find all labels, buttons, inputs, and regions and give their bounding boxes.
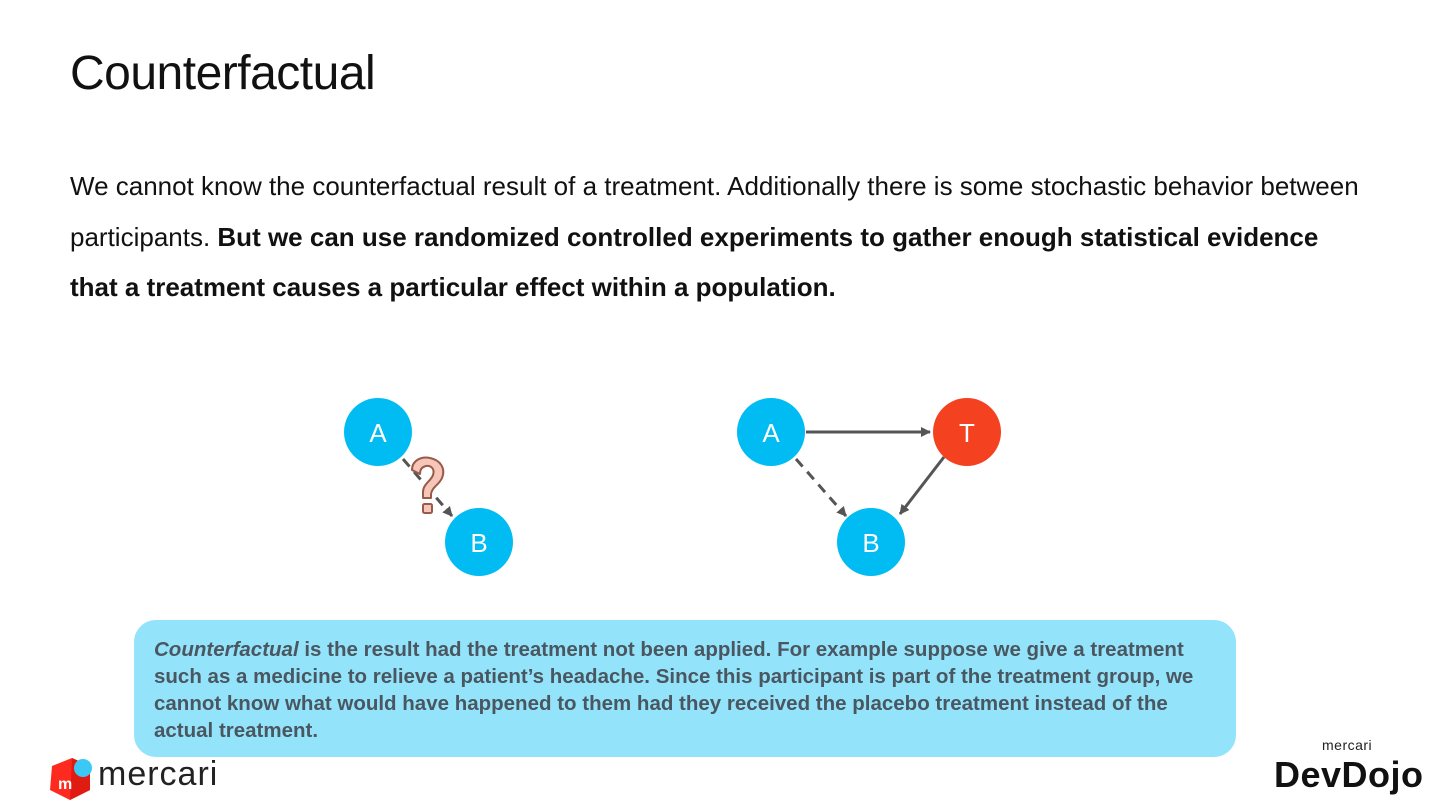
paragraph-bold-text: But we can use randomized controlled exp… [70,221,1319,303]
slide-paragraph: We cannot know the counterfactual result… [70,161,1370,313]
callout-term: Counterfactual [154,638,299,661]
definition-callout: Counterfactual is the result had the tre… [134,620,1236,757]
right-node-b [837,508,905,576]
left-node-b [445,508,513,576]
right-node-a [737,398,805,466]
slide-title: Counterfactual [70,47,376,100]
mercari-logo-icon: m [50,758,92,800]
right-node-t-label: T [959,418,975,448]
right-node-b-label: B [862,528,879,558]
left-diagram: A B [344,398,513,576]
left-node-a-label: A [369,418,387,448]
left-node-a [344,398,412,466]
callout-text: is the result had the treatment not been… [154,638,1194,742]
right-diagram: A T B [737,398,1001,576]
devdojo-logo-small-text: mercari [1322,737,1373,753]
right-arrow-t-to-b [898,456,946,515]
mercari-logo-text: mercari [98,755,219,793]
devdojo-logo-text: DevDojo [1274,754,1424,795]
right-dashed-arrow-a-to-b [794,458,848,517]
right-node-t [933,398,1001,466]
paragraph-normal-text: We cannot know the counterfactual result… [70,171,1359,252]
question-mark-icon [411,456,445,514]
svg-text:m: m [58,776,72,793]
left-node-b-label: B [470,528,487,558]
right-node-a-label: A [762,418,780,448]
